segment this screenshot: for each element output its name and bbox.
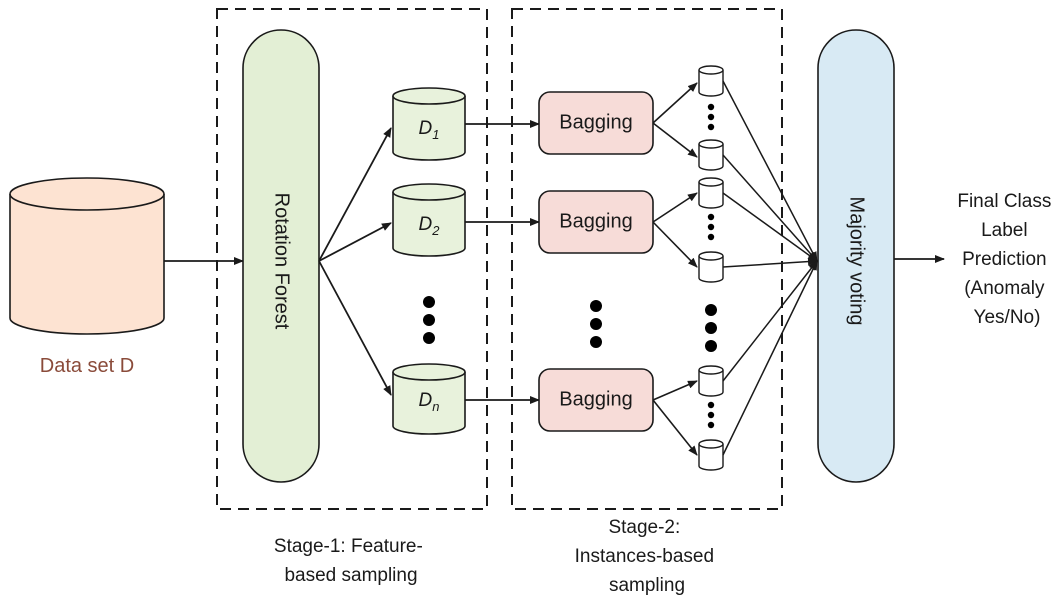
output-line-1: Final Class — [957, 191, 1051, 212]
stage2-caption: Stage-2: Instances-based sampling — [575, 517, 720, 596]
bagging-node-1: Bagging — [538, 91, 654, 155]
arrow-rotation-to-dn — [318, 260, 392, 396]
majority-voting-node — [817, 29, 895, 483]
model-cylinder-icon — [698, 177, 724, 209]
dataset-cylinder-icon — [9, 177, 165, 335]
model-cylinder-icon — [698, 251, 724, 283]
stage2-line-2: Instances-based — [575, 546, 714, 567]
model-cylinder-icon — [698, 65, 724, 97]
output-line-3: Prediction — [962, 249, 1047, 270]
model-cylinder-icon — [698, 439, 724, 471]
subset-dn-cylinder-icon — [392, 363, 466, 435]
model-cylinder-icon — [698, 139, 724, 171]
bagging-node-2: Bagging — [538, 190, 654, 254]
stage2-right-ellipsis-icon — [705, 304, 717, 352]
bagging-node-3: Bagging — [538, 368, 654, 432]
stage2-line-3: sampling — [609, 575, 685, 596]
model-cylinder-icon — [698, 365, 724, 397]
subset-dn-letter: D — [419, 390, 433, 411]
subset-d2-sub: 2 — [431, 223, 440, 238]
arrow-rotation-to-d1 — [318, 127, 392, 262]
rotation-forest-node — [242, 29, 320, 483]
stage1-caption: Stage-1: Feature- based sampling — [274, 536, 428, 586]
bagging-to-model-arrows — [652, 82, 698, 456]
subset-d2-cylinder-icon — [392, 183, 466, 257]
output-line-2: Label — [981, 220, 1028, 241]
model-dots-icon — [707, 103, 715, 429]
stage1-ellipsis-icon — [423, 296, 435, 344]
stage2-ellipsis-icon — [590, 300, 602, 348]
subset-d2-label: D2 — [419, 214, 441, 238]
subset-d1-sub: 1 — [432, 127, 439, 142]
output-label: Final Class Label Prediction (Anomaly Ye… — [957, 191, 1056, 328]
subset-d1-letter: D — [419, 118, 433, 139]
subset-d1-label: D1 — [419, 118, 440, 142]
subset-d2-letter: D — [419, 214, 433, 235]
rotation-forest-label: Rotation Forest — [271, 193, 293, 330]
model-cylinders — [698, 65, 724, 471]
stage2-line-1: Stage-2: — [608, 517, 680, 538]
dataset-label: Data set D — [40, 355, 134, 377]
stage1-line-1: Stage-1: Feature- — [274, 536, 423, 557]
bagging-label-2: Bagging — [559, 210, 632, 232]
majority-voting-label: Majority voting — [846, 197, 868, 326]
bagging-label-3: Bagging — [559, 388, 632, 410]
bagging-label-1: Bagging — [559, 111, 632, 133]
subset-dn-label: Dn — [419, 390, 440, 414]
subset-d1-cylinder-icon — [392, 87, 466, 161]
subset-dn-sub: n — [432, 399, 439, 414]
output-line-4: (Anomaly — [964, 278, 1045, 299]
output-line-5: Yes/No) — [974, 307, 1041, 328]
stage1-box — [216, 8, 488, 510]
stage1-line-2: based sampling — [284, 565, 417, 586]
arrow-rotation-to-d2 — [318, 222, 392, 262]
model-to-vote-arrows — [722, 80, 818, 456]
stage2-box — [511, 8, 783, 510]
